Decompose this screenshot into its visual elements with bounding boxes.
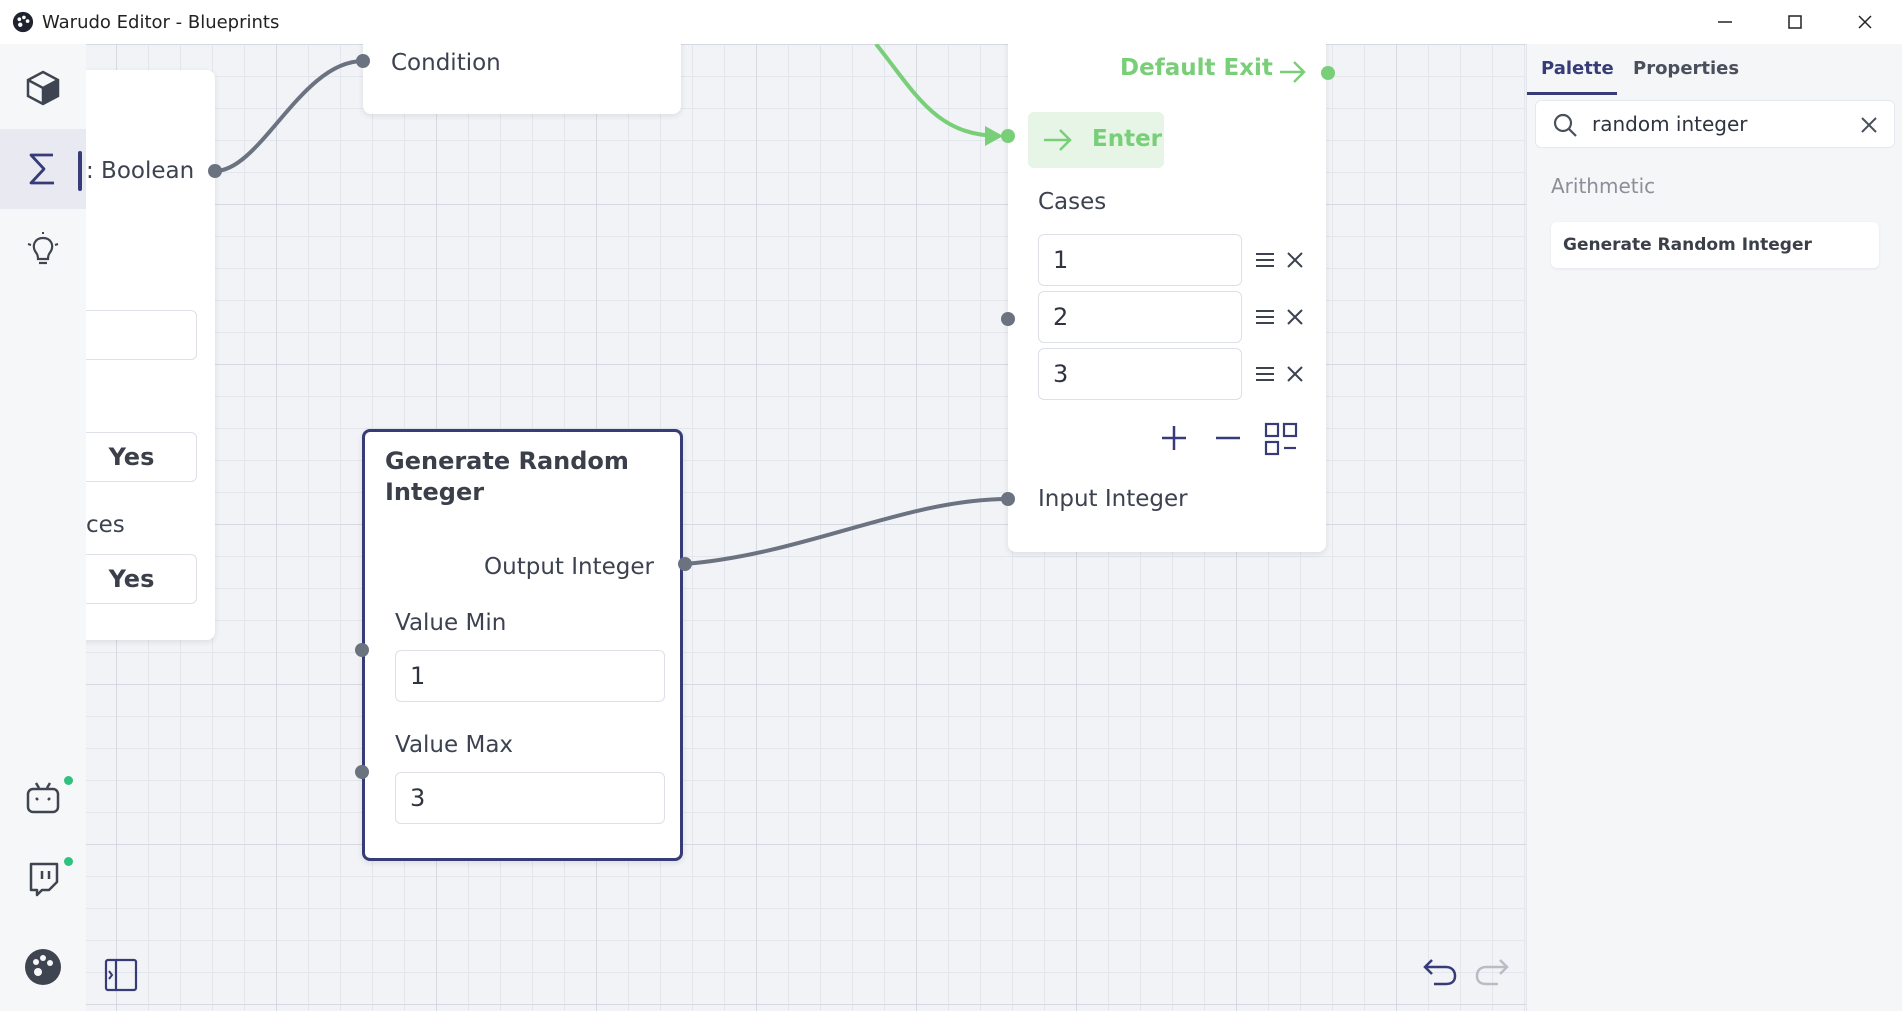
- wire-output-input: [684, 497, 1009, 566]
- rail-about-button[interactable]: [0, 927, 86, 1007]
- cube-icon: [26, 70, 60, 106]
- maximize-button[interactable]: [1760, 0, 1830, 44]
- input-integer-label: Input Integer: [1038, 486, 1188, 512]
- palette-result-item[interactable]: Generate Random Integer: [1551, 222, 1879, 268]
- close-icon: [1858, 15, 1872, 29]
- warudo-logo-icon: [25, 949, 61, 985]
- minimize-button[interactable]: [1690, 0, 1760, 44]
- maximize-icon: [1788, 15, 1802, 29]
- title-bar: Warudo Editor - Blueprints: [0, 0, 1902, 44]
- rail-bilibili-button[interactable]: [0, 758, 86, 838]
- status-dot: [64, 857, 73, 866]
- boolean-output-port[interactable]: [208, 164, 222, 178]
- window-title: Warudo Editor - Blueprints: [42, 12, 280, 33]
- redo-icon[interactable]: [1474, 956, 1510, 988]
- sigma-icon: [29, 153, 54, 185]
- output-integer-label: Output Integer: [484, 554, 654, 580]
- left-rail: [0, 44, 87, 1011]
- palette-section-heading: Arithmetic: [1551, 174, 1656, 198]
- close-window-button[interactable]: [1830, 0, 1900, 44]
- app-logo-icon: [12, 11, 34, 33]
- rail-twitch-button[interactable]: [0, 839, 86, 919]
- rail-scene-button[interactable]: [0, 48, 86, 128]
- arrow-right-icon: [1280, 61, 1306, 83]
- palette-search[interactable]: random integer: [1535, 100, 1895, 148]
- add-case-icon[interactable]: [1160, 424, 1188, 452]
- drag-handle-icon[interactable]: [1254, 250, 1276, 270]
- partial-label: ces: [86, 512, 125, 538]
- twitch-icon: [29, 862, 59, 897]
- rail-blueprints-button[interactable]: [0, 129, 86, 209]
- remove-case-icon[interactable]: [1285, 307, 1305, 327]
- blueprint-canvas[interactable]: : Boolean Yes ces Yes Condition Default …: [86, 44, 1526, 1011]
- active-tab-underline: [1527, 92, 1617, 95]
- value-min-label: Value Min: [395, 610, 507, 636]
- enter-port[interactable]: [1001, 129, 1015, 143]
- generate-random-integer-node[interactable]: Generate Random Integer Output Integer V…: [362, 429, 683, 861]
- node-title: Generate Random Integer: [385, 447, 629, 506]
- partial-node[interactable]: : Boolean Yes ces Yes: [86, 70, 215, 640]
- value-max-label: Value Max: [395, 732, 514, 758]
- active-indicator: [78, 151, 82, 191]
- toggle-sidebar-icon[interactable]: [104, 958, 138, 992]
- search-icon: [1553, 113, 1577, 137]
- output-integer-port[interactable]: [678, 557, 692, 571]
- grid-options-icon[interactable]: [1264, 422, 1298, 456]
- condition-node[interactable]: Condition: [363, 44, 681, 114]
- partial-input-field[interactable]: [86, 310, 197, 360]
- condition-input-port[interactable]: [356, 54, 370, 68]
- input-integer-port[interactable]: [1001, 492, 1015, 506]
- switch-node[interactable]: Default Exit Enter Cases 1 2 3 Input Int…: [1008, 44, 1326, 552]
- remove-last-case-icon[interactable]: [1214, 424, 1242, 452]
- status-dot: [64, 776, 73, 785]
- arrow-right-icon: [1044, 129, 1072, 151]
- condition-label: Condition: [391, 50, 501, 76]
- enter-label: Enter: [1092, 126, 1163, 152]
- value-min-port[interactable]: [355, 643, 369, 657]
- drag-handle-icon[interactable]: [1254, 307, 1276, 327]
- case-field-2[interactable]: 2: [1038, 291, 1242, 343]
- value-max-field[interactable]: 3: [395, 772, 665, 824]
- remove-case-icon[interactable]: [1285, 364, 1305, 384]
- tab-properties[interactable]: Properties: [1633, 58, 1740, 79]
- search-input[interactable]: random integer: [1592, 112, 1748, 136]
- value-min-field[interactable]: 1: [395, 650, 665, 702]
- boolean-output-label: : Boolean: [86, 158, 195, 184]
- clear-search-icon[interactable]: [1860, 116, 1878, 134]
- remove-case-icon[interactable]: [1285, 250, 1305, 270]
- default-exit-label: Default Exit: [1120, 55, 1273, 81]
- enter-flow-button[interactable]: Enter: [1028, 112, 1164, 168]
- right-panel: Palette Properties random integer Arithm…: [1526, 44, 1902, 1011]
- rail-ideas-button[interactable]: [0, 210, 86, 290]
- undo-icon[interactable]: [1422, 956, 1458, 988]
- value-max-port[interactable]: [355, 765, 369, 779]
- case-input-port[interactable]: [1001, 312, 1015, 326]
- yes-toggle-2[interactable]: Yes: [86, 554, 197, 604]
- drag-handle-icon[interactable]: [1254, 364, 1276, 384]
- cases-label: Cases: [1038, 189, 1107, 215]
- wire-flow-enter: [874, 44, 1001, 138]
- case-field-1[interactable]: 1: [1038, 234, 1242, 286]
- default-exit-port[interactable]: [1321, 66, 1335, 80]
- wires-layer: [214, 44, 1009, 566]
- case-field-3[interactable]: 3: [1038, 348, 1242, 400]
- bilibili-icon: [26, 782, 60, 814]
- wire-boolean-condition: [214, 59, 364, 173]
- flow-arrowhead-icon: [985, 126, 1003, 146]
- tab-palette[interactable]: Palette: [1541, 58, 1614, 79]
- yes-toggle-1[interactable]: Yes: [86, 432, 197, 482]
- lightbulb-icon: [27, 232, 59, 265]
- minimize-icon: [1718, 21, 1732, 23]
